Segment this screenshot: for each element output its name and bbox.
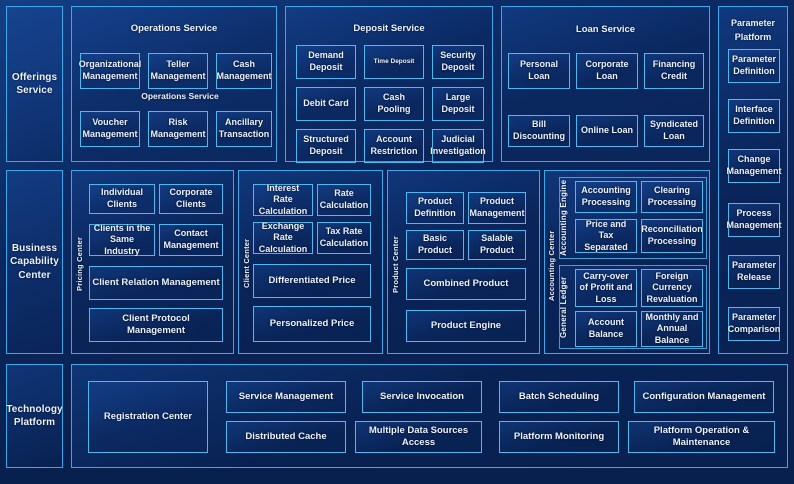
group-deposit-service[interactable]: Deposit Service Demand Deposit Time Depo… [285, 6, 493, 163]
box-combined-product[interactable]: Combined Product [406, 268, 526, 300]
group-heading-parameter-platform: Parameter Platform [730, 18, 776, 42]
box-individual-clients[interactable]: Individual Clients [89, 184, 155, 214]
side-label-pricing-center: Pricing Center [75, 236, 84, 292]
box-process-management[interactable]: Process Management [727, 203, 782, 237]
group-pricing-center[interactable]: Pricing Center Individual Clients Corpor… [71, 170, 234, 354]
box-service-invocation[interactable]: Service Invocation [362, 381, 482, 413]
row-label-text: Business Capability Center [10, 242, 59, 281]
box-account-balance[interactable]: Account Balance [575, 311, 637, 347]
box-product-definition[interactable]: Product Definition [406, 192, 464, 224]
box-syndicated-loan[interactable]: Syndicated Loan [644, 115, 704, 147]
box-clearing-processing[interactable]: Clearing Processing [641, 181, 703, 213]
row-label-text: Offerings Service [11, 71, 58, 97]
box-teller-management[interactable]: Teller Management [148, 53, 208, 89]
box-exchange-rate-calculation[interactable]: Exchange Rate Calculation [253, 221, 313, 254]
side-label-client-center: Client Center [242, 238, 251, 288]
group-parameter-platform[interactable]: Parameter Platform Parameter Definition … [718, 6, 788, 354]
box-service-management[interactable]: Service Management [226, 381, 346, 413]
box-parameter-definition[interactable]: Parameter Definition [728, 49, 780, 83]
side-label-product-center: Product Center [391, 236, 400, 294]
box-platform-operation-and-maintenance[interactable]: Platform Operation & Maintenance [628, 421, 775, 453]
group-accounting-center[interactable]: Accounting Center Accounting Engine Acco… [544, 170, 710, 354]
group-heading-deposit-service: Deposit Service [353, 23, 425, 34]
box-reconciliation-processing[interactable]: Reconciliation Processing [641, 219, 703, 253]
group-operations-service[interactable]: Operations Service Organizational Manage… [71, 6, 277, 162]
box-parameter-comparison[interactable]: Parameter Comparison [728, 307, 780, 341]
box-batch-scheduling[interactable]: Batch Scheduling [499, 381, 619, 413]
box-ancillary-transaction[interactable]: Ancillary Transaction [216, 111, 272, 147]
box-large-deposit[interactable]: Large Deposit [432, 87, 484, 121]
box-personalized-price[interactable]: Personalized Price [253, 306, 371, 342]
box-platform-monitoring[interactable]: Platform Monitoring [499, 421, 619, 453]
row-label-offerings-service[interactable]: Offerings Service [6, 6, 63, 162]
group-heading-operations-service: Operations Service [130, 23, 218, 34]
box-security-deposit[interactable]: Security Deposit [432, 45, 484, 79]
box-rate-calculation[interactable]: Rate Calculation [317, 184, 371, 216]
subgroup-accounting-engine[interactable] [559, 177, 707, 259]
box-client-protocol-management[interactable]: Client Protocol Management [89, 308, 223, 342]
side-label-accounting-engine: Accounting Engine [559, 179, 568, 257]
box-cash-pooling[interactable]: Cash Pooling [364, 87, 424, 121]
group-heading-loan-service: Loan Service [575, 24, 636, 35]
stray-caption-operations-service: Operations Service [141, 91, 219, 101]
row-label-technology-platform[interactable]: Technology Platform [6, 364, 63, 468]
box-financing-credit[interactable]: Financing Credit [644, 53, 704, 89]
box-product-engine[interactable]: Product Engine [406, 310, 526, 342]
box-debit-card[interactable]: Debit Card [296, 87, 356, 121]
box-online-loan[interactable]: Online Loan [576, 115, 638, 147]
box-product-management[interactable]: Product Management [468, 192, 526, 224]
box-cash-management[interactable]: Cash Management [216, 53, 272, 89]
box-salable-product[interactable]: Salable Product [468, 230, 526, 260]
box-carry-over-of-profit-and-loss[interactable]: Carry-over of Profit and Loss [575, 269, 637, 307]
box-structured-deposit[interactable]: Structured Deposit [296, 129, 356, 163]
box-time-deposit[interactable]: Time Deposit [364, 45, 424, 79]
box-contact-management[interactable]: Contact Management [159, 224, 223, 256]
box-parameter-release[interactable]: Parameter Release [728, 255, 780, 289]
box-risk-management[interactable]: Risk Management [148, 111, 208, 147]
box-accounting-processing[interactable]: Accounting Processing [575, 181, 637, 213]
box-distributed-cache[interactable]: Distributed Cache [226, 421, 346, 453]
box-change-management[interactable]: Change Management [727, 149, 782, 183]
group-product-center[interactable]: Product Center Product Definition Produc… [387, 170, 540, 354]
box-judicial-investigation[interactable]: Judicial Investigation [430, 129, 486, 163]
group-technology-platform[interactable]: Registration Center Service Management D… [71, 364, 788, 468]
box-tax-rate-calculation[interactable]: Tax Rate Calculation [317, 222, 371, 254]
box-price-and-tax-separated[interactable]: Price and Tax Separated [575, 219, 637, 253]
box-demand-deposit[interactable]: Demand Deposit [296, 45, 356, 79]
box-clients-in-the-same-industry[interactable]: Clients in the Same Industry [89, 223, 155, 256]
box-corporate-clients[interactable]: Corporate Clients [159, 184, 223, 214]
box-basic-product[interactable]: Basic Product [406, 230, 464, 260]
row-label-business-capability-center[interactable]: Business Capability Center [6, 170, 63, 354]
box-interface-definition[interactable]: Interface Definition [728, 99, 780, 133]
box-personal-loan[interactable]: Personal Loan [508, 53, 570, 89]
side-label-accounting-center: Accounting Center [547, 230, 556, 302]
subgroup-general-ledger[interactable] [559, 265, 707, 349]
box-account-restriction[interactable]: Account Restriction [364, 129, 424, 163]
box-voucher-management[interactable]: Voucher Management [80, 111, 140, 147]
box-corporate-loan[interactable]: Corporate Loan [576, 53, 638, 89]
group-loan-service[interactable]: Loan Service Personal Loan Corporate Loa… [501, 6, 710, 162]
side-label-general-ledger: General Ledger [559, 276, 568, 338]
box-foreign-currency-revaluation[interactable]: Foreign Currency Revaluation [641, 269, 703, 307]
box-interest-rate-calculation[interactable]: Interest Rate Calculation [253, 183, 313, 216]
box-bill-discounting[interactable]: Bill Discounting [508, 115, 570, 147]
box-client-relation-management[interactable]: Client Relation Management [89, 266, 223, 300]
box-organizational-management[interactable]: Organizational Management [79, 53, 141, 89]
row-label-text: Technology Platform [6, 403, 63, 429]
box-multiple-data-sources-access[interactable]: Multiple Data Sources Access [355, 421, 482, 453]
group-client-center[interactable]: Client Center Interest Rate Calculation … [238, 170, 383, 354]
box-differentiated-price[interactable]: Differentiated Price [253, 264, 371, 298]
box-registration-center[interactable]: Registration Center [88, 381, 208, 453]
box-monthly-and-annual-balance[interactable]: Monthly and Annual Balance [641, 311, 703, 347]
box-configuration-management[interactable]: Configuration Management [634, 381, 774, 413]
